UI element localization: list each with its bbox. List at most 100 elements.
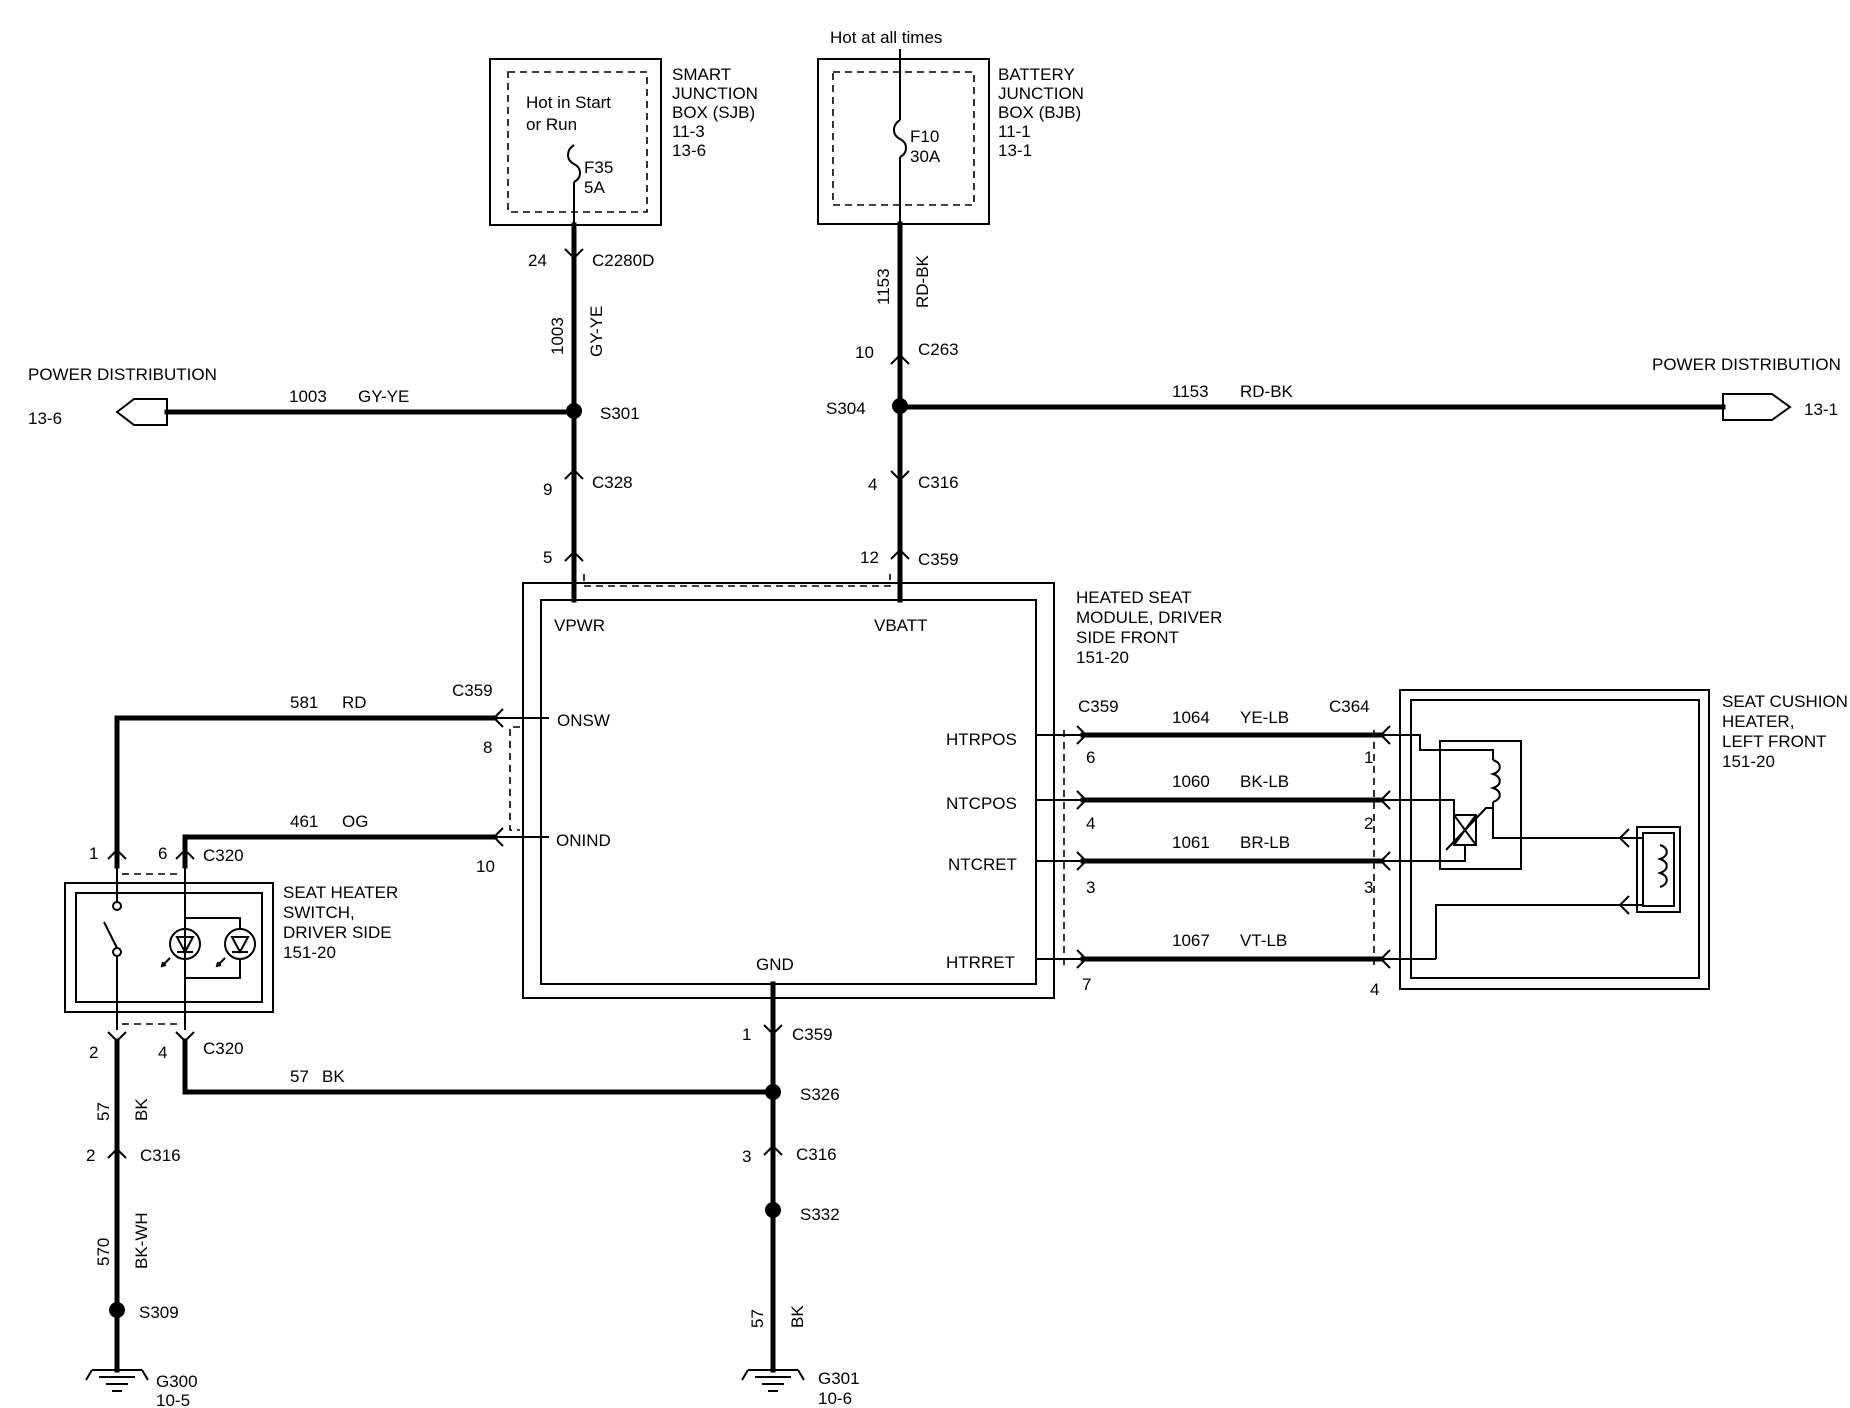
left-bus-circuit: 57	[94, 1102, 113, 1121]
left-570-circuit: 570	[94, 1238, 113, 1266]
onind-circuit: 461	[290, 812, 318, 831]
vbatt-c316-label: C316	[918, 473, 959, 492]
mid-bus-color: BK	[322, 1067, 345, 1086]
row3-left-pin: 3	[1086, 878, 1095, 897]
battery-junction-box: F10 30A	[817, 49, 990, 225]
row1-circuit: 1064	[1172, 708, 1210, 727]
sjb-name-5: 13-6	[672, 141, 706, 160]
row1-right-pin: 1	[1364, 748, 1373, 767]
bjb-name-4: 11-1	[998, 122, 1031, 141]
power-distribution-left	[115, 398, 577, 426]
mid-color: BK	[788, 1305, 807, 1328]
sjb-pin: 24	[528, 251, 547, 270]
module-name-1: HEATED SEAT	[1076, 588, 1192, 607]
pin-onind: ONIND	[556, 831, 611, 850]
left-c316-pin: 2	[86, 1146, 95, 1165]
ground-path-left	[85, 1038, 149, 1392]
heater-element-icon	[1489, 759, 1501, 803]
seat-heater-switch	[64, 848, 274, 1043]
sjb-name-1: SMART	[672, 65, 731, 84]
cushion-name-1: SEAT CUSHION	[1722, 692, 1848, 711]
onsw-pin: 8	[483, 738, 492, 757]
heater-conn-right: C364	[1329, 697, 1370, 716]
wire-onsw	[114, 708, 549, 869]
c263-label: C263	[918, 340, 959, 359]
onsw-circuit: 581	[290, 693, 318, 712]
bjb-name-2: JUNCTION	[998, 84, 1084, 103]
vbatt-c316-pin: 4	[868, 475, 877, 494]
splice-s304-label: S304	[826, 399, 866, 418]
c263-pin: 10	[855, 343, 874, 362]
sjb-connector: C2280D	[592, 251, 654, 270]
vpwr-module-pin: 5	[543, 548, 552, 567]
mid-c316: C316	[796, 1145, 837, 1164]
switch-name-3: DRIVER SIDE	[283, 923, 392, 942]
vbatt-module-pin: 12	[860, 548, 879, 567]
vbatt-color: RD-BK	[913, 254, 932, 308]
fuse-f10-rating: 30A	[910, 147, 941, 166]
sjb-name-2: JUNCTION	[672, 84, 758, 103]
pin-htrret: HTRRET	[946, 953, 1015, 972]
splice-s332-label: S332	[800, 1205, 840, 1224]
fuse-f35-icon	[567, 144, 581, 183]
power-right-page: 13-1	[1804, 400, 1838, 419]
splice-s309-label: S309	[139, 1303, 179, 1322]
power-right-color: RD-BK	[1240, 382, 1294, 401]
onind-pin: 10	[476, 857, 495, 876]
left-c316: C316	[140, 1146, 181, 1165]
row4-left-pin: 7	[1082, 975, 1091, 994]
wire-vbatt	[890, 221, 910, 603]
power-distribution-right	[897, 393, 1792, 421]
ground-path-middle	[182, 981, 805, 1392]
module-name-2: MODULE, DRIVER	[1076, 608, 1222, 627]
row2-color: BK-LB	[1240, 772, 1289, 791]
pin-ntcpos: NTCPOS	[946, 794, 1017, 813]
switch-blade-icon	[103, 921, 118, 949]
ground-g301-page: 10-6	[818, 1389, 852, 1408]
row4-color: VT-LB	[1240, 931, 1287, 950]
row2-right-pin: 2	[1364, 814, 1373, 833]
ground-g300-icon	[85, 1369, 149, 1392]
vpwr-color: GY-YE	[587, 306, 606, 357]
power-left-color: GY-YE	[358, 387, 409, 406]
ground-g301-label: G301	[818, 1369, 860, 1388]
fuse-f35-rating: 5A	[584, 178, 605, 197]
pin-gnd: GND	[756, 955, 794, 974]
row4-circuit: 1067	[1172, 931, 1210, 950]
vpwr-circuit: 1003	[548, 317, 567, 355]
switch-name-4: 151-20	[283, 943, 336, 962]
splice-s326-label: S326	[800, 1085, 840, 1104]
power-left-circuit: 1003	[289, 387, 327, 406]
sjb-name-4: 11-3	[672, 122, 705, 141]
switch-pin1: 1	[89, 844, 98, 863]
power-left-page: 13-6	[28, 409, 62, 428]
left-570-color: BK-WH	[132, 1212, 151, 1269]
cushion-name-2: HEATER,	[1722, 712, 1794, 731]
mid-bus-circuit: 57	[290, 1067, 309, 1086]
onsw-color: RD	[342, 693, 367, 712]
row2-left-pin: 4	[1086, 814, 1095, 833]
bjb-name-5: 13-1	[998, 141, 1032, 160]
cushion-name-3: LEFT FRONT	[1722, 732, 1827, 751]
c359-shield-left	[509, 726, 520, 831]
row4-right-pin: 4	[1370, 980, 1379, 999]
splice-s332	[765, 1202, 781, 1218]
heated-seat-module	[522, 582, 1055, 999]
smart-junction-box: Hot in Start or Run F35 5A	[489, 58, 662, 226]
heater-harness	[1036, 725, 1440, 969]
pin-onsw: ONSW	[557, 711, 610, 730]
splice-s309	[109, 1302, 125, 1318]
fuse-f35-label: F35	[584, 158, 613, 177]
wire-onind	[182, 726, 549, 869]
pin-vbatt: VBATT	[874, 616, 928, 635]
ground-g300-page: 10-5	[156, 1391, 190, 1408]
ground-g300-label: G300	[156, 1372, 198, 1391]
row1-left-pin: 6	[1086, 748, 1095, 767]
sjb-name-3: BOX (SJB)	[672, 103, 755, 122]
left-bus-color: BK	[132, 1098, 151, 1121]
bjb-name-3: BOX (BJB)	[998, 103, 1081, 122]
mid-c359: C359	[792, 1025, 833, 1044]
sjb-hot-label-2: or Run	[526, 115, 577, 134]
row2-circuit: 1060	[1172, 772, 1210, 791]
